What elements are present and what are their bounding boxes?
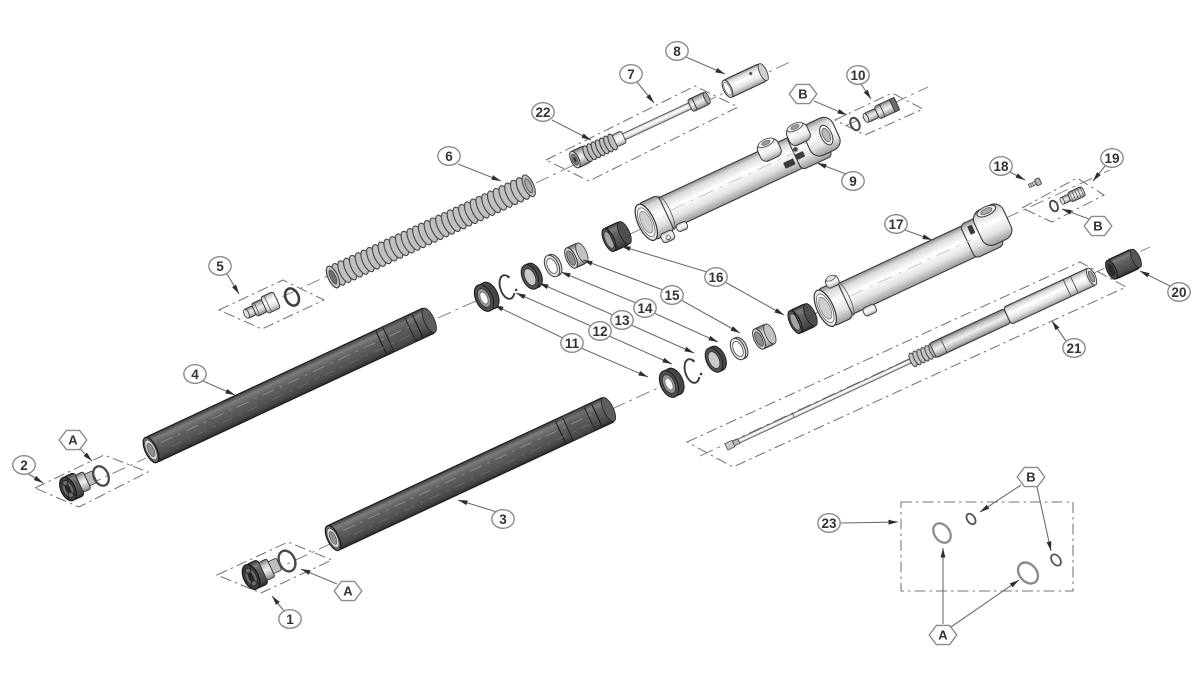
svg-text:2: 2 <box>20 458 28 473</box>
svg-text:20: 20 <box>1171 285 1186 300</box>
svg-text:9: 9 <box>849 174 857 189</box>
svg-text:8: 8 <box>673 44 681 59</box>
svg-text:7: 7 <box>627 67 635 82</box>
svg-text:B: B <box>798 87 807 102</box>
svg-text:6: 6 <box>445 149 453 164</box>
svg-text:A: A <box>938 628 948 643</box>
svg-text:22: 22 <box>535 105 550 120</box>
svg-text:B: B <box>1026 470 1035 485</box>
svg-text:14: 14 <box>637 301 653 316</box>
svg-text:21: 21 <box>1066 341 1082 356</box>
svg-text:10: 10 <box>850 68 865 83</box>
svg-text:18: 18 <box>993 159 1009 174</box>
svg-text:23: 23 <box>821 516 837 531</box>
svg-text:12: 12 <box>592 324 607 339</box>
svg-text:19: 19 <box>1104 151 1119 166</box>
svg-text:4: 4 <box>191 367 199 382</box>
svg-text:1: 1 <box>286 612 294 627</box>
svg-text:B: B <box>1093 219 1102 234</box>
svg-text:13: 13 <box>614 313 630 328</box>
svg-text:A: A <box>68 433 78 448</box>
svg-text:16: 16 <box>708 270 724 285</box>
svg-text:3: 3 <box>499 512 507 527</box>
svg-text:17: 17 <box>888 217 903 232</box>
svg-text:11: 11 <box>565 336 580 351</box>
svg-text:15: 15 <box>664 288 680 303</box>
svg-text:5: 5 <box>216 259 224 274</box>
svg-text:A: A <box>343 584 353 599</box>
